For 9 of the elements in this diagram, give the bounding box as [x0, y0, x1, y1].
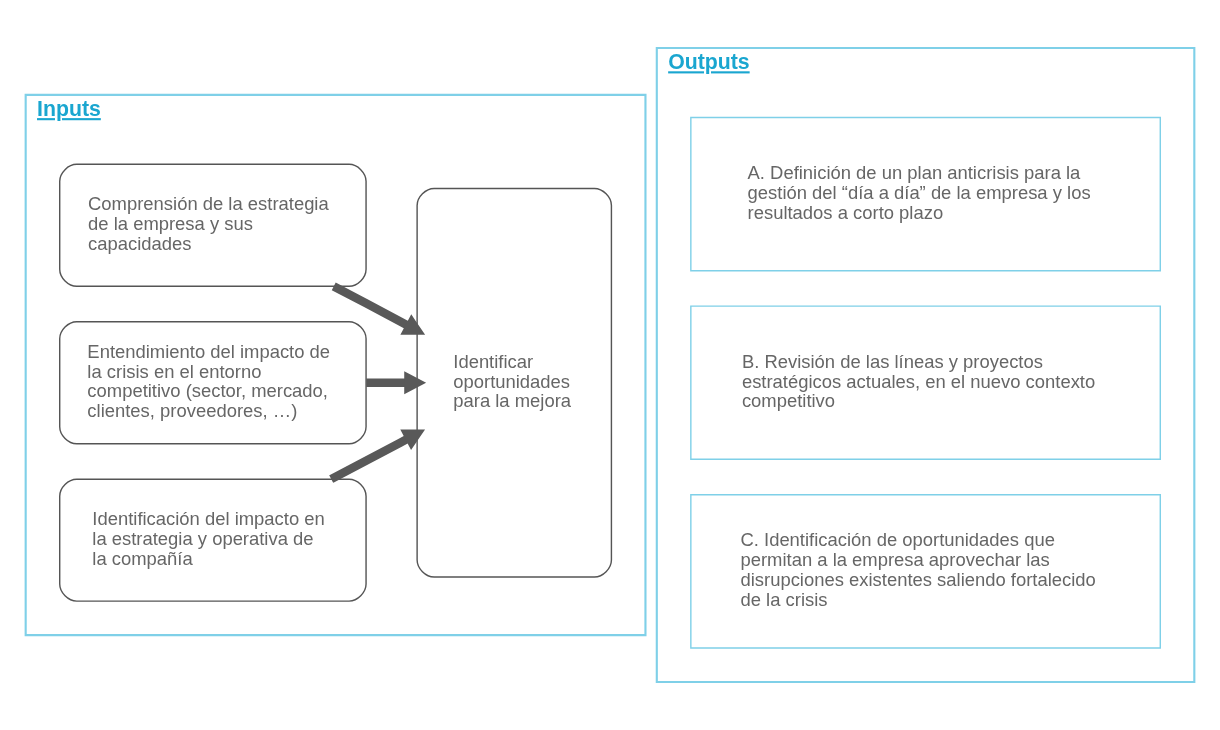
arrow: [366, 371, 427, 395]
node-box: Comprensión de la estrategia de la empresa y sus capacidades: [59, 163, 367, 287]
node-box: A. Definición de un plan anticrisis para la gestión del “día a día” de la empresa y los resultados a corto plazo: [690, 116, 1161, 272]
node-box: C. Identificación de oportunidades que permitan a la empresa aprovechar las disrupciones existentes saliendo fortalecido de la crisis: [690, 494, 1161, 649]
node-box: B. Revisión de las líneas y proyectos estratégicos actuales, en el nuevo contexto competitivo: [690, 305, 1161, 460]
node-box: Identificar oportunidades para la mejora: [416, 187, 613, 578]
node-box: Entendimiento del impacto de la crisis en el entorno competitivo (sector, mercado, clientes, proveedores, …): [59, 321, 367, 445]
arrow: [331, 282, 426, 335]
node-box: Identificación del impacto en la estrategia y operativa de la compañía: [59, 478, 367, 602]
